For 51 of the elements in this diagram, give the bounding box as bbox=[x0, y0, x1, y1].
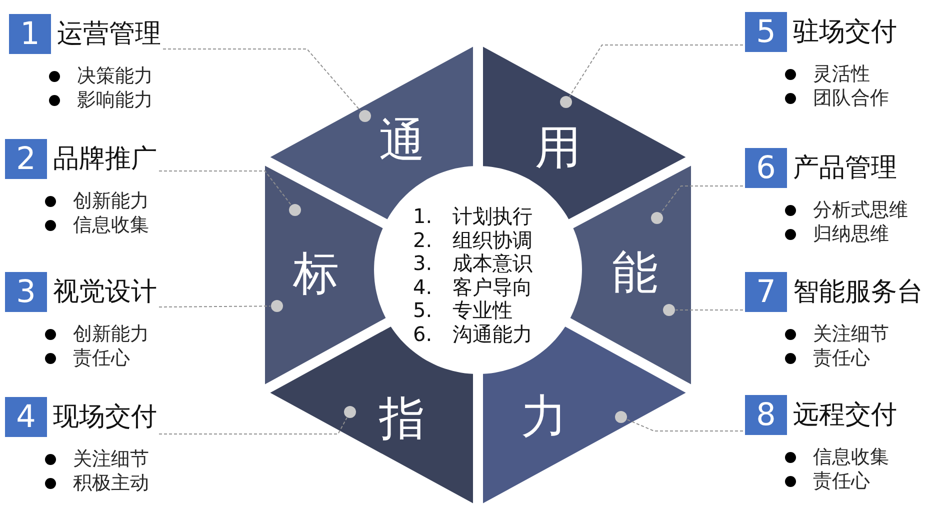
item-title: 运营管理 bbox=[57, 19, 161, 49]
item-title: 品牌推广 bbox=[53, 144, 157, 174]
leader-line bbox=[162, 48, 362, 112]
list-item-text: 积极主动 bbox=[73, 472, 149, 494]
number-badge: 6 bbox=[745, 148, 787, 188]
list-item-text: 影响能力 bbox=[77, 89, 153, 111]
list-item-text: 3. 成本意识 bbox=[413, 252, 532, 276]
segment-label: 力 bbox=[521, 393, 567, 439]
segment-label: 通 bbox=[379, 117, 425, 163]
list-item-text: 归纳思维 bbox=[813, 223, 889, 245]
list-item-text: 6. 沟通能力 bbox=[413, 322, 532, 347]
list-item-text: 4. 客户导向 bbox=[413, 276, 532, 300]
list-item-text: 5. 专业性 bbox=[413, 299, 512, 323]
leader-line bbox=[660, 186, 744, 214]
list-item-text: 责任心 bbox=[813, 347, 870, 369]
list-item-text: 团队合作 bbox=[813, 87, 889, 109]
leader-line bbox=[158, 306, 271, 308]
list-item-text: 信息收集 bbox=[813, 446, 889, 468]
list-item-text: 灵活性 bbox=[813, 63, 870, 85]
number-badge: 2 bbox=[5, 139, 47, 179]
list-item-text: 决策能力 bbox=[77, 65, 153, 87]
number-badge: 8 bbox=[745, 395, 787, 435]
item-title: 智能服务台 bbox=[793, 277, 923, 307]
number-badge: 5 bbox=[745, 12, 787, 52]
list-item-text: 分析式思维 bbox=[813, 199, 908, 221]
number-badge: 7 bbox=[745, 272, 787, 312]
number-badge: 3 bbox=[5, 272, 47, 312]
list-item-text: 1. 计划执行 bbox=[413, 205, 532, 229]
item-title: 视觉设计 bbox=[53, 277, 157, 307]
segment-label: 用 bbox=[535, 124, 581, 170]
segment-label: 指 bbox=[379, 395, 425, 441]
leader-line bbox=[569, 44, 744, 97]
leader-line bbox=[626, 419, 744, 432]
number-badge: 1 bbox=[9, 14, 51, 54]
item-title: 远程交付 bbox=[793, 400, 897, 430]
list-item-text: 创新能力 bbox=[73, 323, 149, 345]
number-badge: 4 bbox=[5, 397, 47, 437]
list-item-text: 关注细节 bbox=[813, 323, 889, 345]
list-item-text: 创新能力 bbox=[73, 190, 149, 212]
leader-line bbox=[158, 417, 348, 434]
segment-label: 能 bbox=[612, 249, 658, 295]
list-item-text: 关注细节 bbox=[73, 448, 149, 470]
list-item-text: 责任心 bbox=[813, 470, 870, 492]
segment-label: 标 bbox=[293, 250, 339, 296]
item-title: 驻场交付 bbox=[793, 17, 897, 47]
list-item-text: 信息收集 bbox=[73, 214, 149, 236]
list-item-text: 责任心 bbox=[73, 347, 130, 369]
leader-line bbox=[158, 170, 292, 206]
item-title: 现场交付 bbox=[53, 402, 157, 432]
list-item-text: 2. 组织协调 bbox=[413, 228, 532, 252]
item-title: 产品管理 bbox=[793, 153, 897, 183]
